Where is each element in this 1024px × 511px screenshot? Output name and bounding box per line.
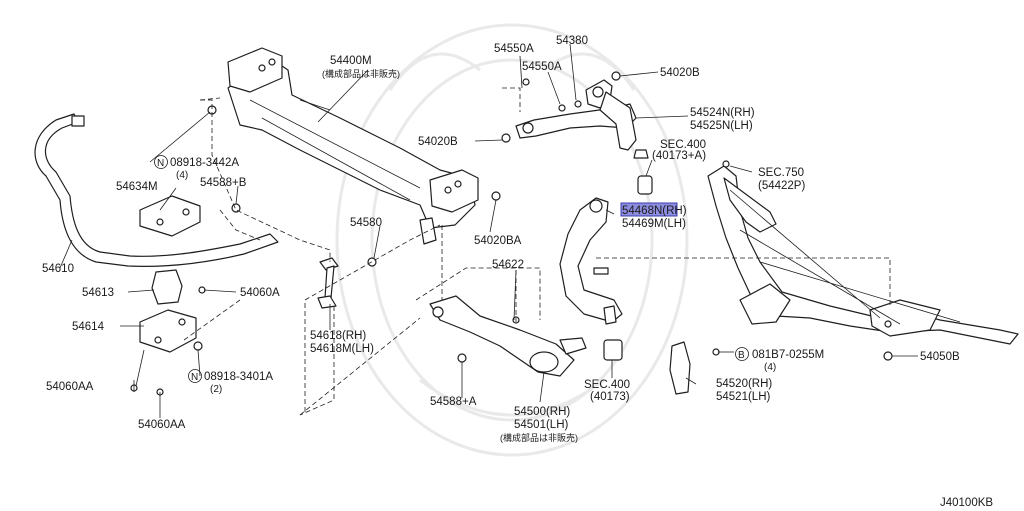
- bracket-54614[interactable]: [139, 309, 197, 353]
- label-54380: 54380: [556, 35, 588, 47]
- label-54020B-mid: 54020B: [418, 136, 458, 148]
- bracket-54634M[interactable]: [139, 195, 201, 237]
- label-54020B-top: 54020B: [660, 67, 700, 79]
- qty-081B7-0255M: (4): [764, 362, 776, 373]
- mark-N-3442A-letter: N: [157, 158, 164, 169]
- label-54050B: 54050B: [920, 351, 960, 363]
- label-54501: 54501(LH): [514, 419, 569, 431]
- stabilizer-bar-54610[interactable]: [34, 113, 279, 267]
- label-54020BA: 54020BA: [474, 235, 522, 247]
- label-54614: 54614: [72, 321, 105, 333]
- label-54520: 54520(RH): [716, 378, 772, 390]
- label-081B7-0255M: 081B7-0255M: [752, 349, 824, 361]
- label-08918-3442A: 08918-3442A: [170, 157, 239, 169]
- label-54521: 54521(LH): [716, 391, 771, 403]
- label-sec750: SEC.750: [758, 167, 804, 179]
- label-54588B: 54588+B: [200, 177, 247, 189]
- leader-lines: [59, 43, 918, 418]
- part-labels: 54400M (構成部品は非販売) 54550A 54550A 54380 54…: [42, 35, 993, 509]
- label-54634M: 54634M: [116, 181, 158, 193]
- label-54610: 54610: [42, 263, 74, 275]
- bracket-54520[interactable]: [669, 341, 691, 395]
- label-54618M: 54618M(LH): [310, 343, 374, 355]
- label-54550A-2: 54550A: [522, 61, 562, 73]
- label-54060AA-2: 54060AA: [138, 419, 186, 431]
- mark-N-3442A: [154, 155, 168, 169]
- label-sec400-a: SEC.400: [660, 139, 706, 151]
- label-54550A-1: 54550A: [494, 43, 534, 55]
- label-54524N: 54524N(RH): [690, 107, 755, 119]
- stabilizer-link-54618[interactable]: [317, 257, 339, 309]
- label-sec400-b-ref: (40173): [590, 391, 630, 403]
- mark-B-081B7-letter: B: [738, 350, 745, 361]
- watermark-emblem: [335, 23, 689, 457]
- note-54400M: (構成部品は非販売): [322, 68, 400, 79]
- compression-rod-54500[interactable]: [429, 295, 587, 377]
- label-54613: 54613: [82, 287, 114, 299]
- label-54580: 54580: [350, 217, 382, 229]
- label-54622: 54622: [492, 259, 524, 271]
- label-54500: 54500(RH): [514, 406, 570, 418]
- reference-lines: [183, 87, 891, 416]
- transverse-link-54468N[interactable]: [559, 175, 653, 361]
- label-54060A: 54060A: [240, 287, 280, 299]
- qty-08918-3401A: (2): [210, 384, 222, 395]
- mark-N-3401A: [188, 369, 202, 383]
- label-sec750-ref: (54422P): [758, 180, 805, 192]
- label-54618: 54618(RH): [310, 330, 366, 342]
- mark-N-3401A-letter: N: [191, 372, 198, 383]
- label-54060AA-1: 54060AA: [46, 381, 94, 393]
- diagram-code: J40100KB: [940, 497, 993, 509]
- label-54469M: 54469M(LH): [622, 218, 686, 230]
- label-54468N: 54468N(RH): [622, 205, 687, 217]
- note-54500: (構成部品は非販売): [500, 432, 578, 443]
- label-54525N: 54525N(LH): [690, 120, 753, 132]
- label-54400M: 54400M: [330, 55, 372, 67]
- bushing-54613[interactable]: [151, 269, 183, 305]
- label-54588A: 54588+A: [430, 396, 477, 408]
- label-sec400-b: SEC.400: [584, 379, 630, 391]
- highlight-54468N: [620, 202, 678, 217]
- qty-08918-3442A: (4): [176, 170, 188, 181]
- label-sec400-a-ref: (40173+A): [652, 150, 706, 162]
- suspension-member[interactable]: [707, 165, 1019, 345]
- upper-link-54524N[interactable]: [515, 79, 649, 159]
- mark-B-081B7: [735, 347, 749, 361]
- crossmember-54400M[interactable]: [227, 47, 479, 245]
- label-08918-3401A: 08918-3401A: [204, 371, 273, 383]
